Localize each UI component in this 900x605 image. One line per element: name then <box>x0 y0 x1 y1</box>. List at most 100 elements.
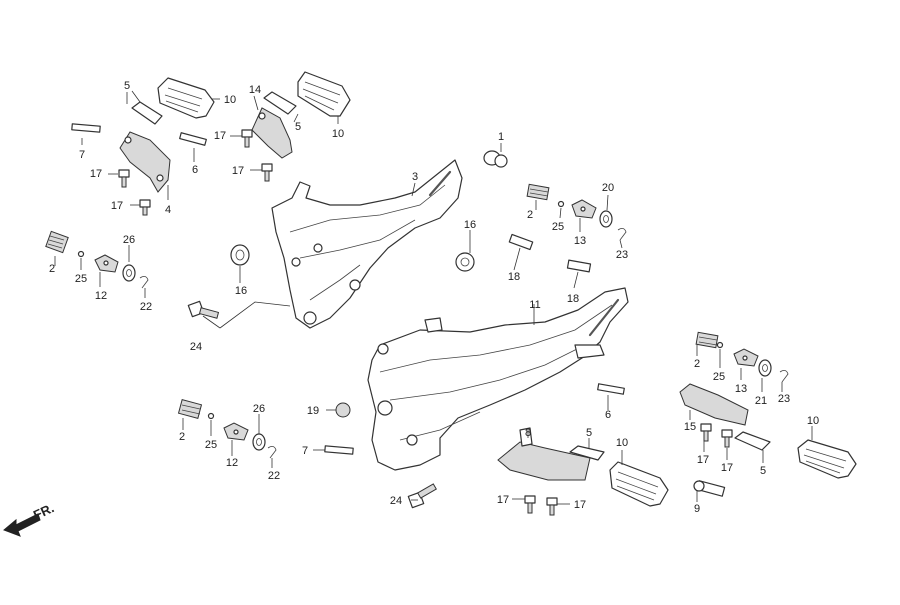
spring-2b <box>526 183 550 201</box>
grommet-16a <box>230 244 250 266</box>
callout-label: 17 <box>232 165 244 177</box>
callout-label: 17 <box>214 130 226 142</box>
plate-5a <box>131 101 163 125</box>
detent-plate-12a <box>94 254 119 273</box>
callout-label: 5 <box>295 121 301 133</box>
bolt-17b <box>139 199 151 216</box>
callout-label: 16 <box>464 219 476 231</box>
detent-plate-13b <box>733 348 759 367</box>
callout-label: 17 <box>497 494 509 506</box>
grommet-19 <box>335 402 351 418</box>
washer-21 <box>758 359 772 377</box>
stud-18a <box>508 233 534 251</box>
callout-label: 17 <box>697 454 709 466</box>
bolt-17e <box>524 495 536 514</box>
callout-label: 18 <box>567 293 579 305</box>
stud-9 <box>693 480 726 497</box>
ball-25b <box>557 200 565 208</box>
pillion-step-bracket-right <box>271 159 463 329</box>
callout-label: 24 <box>190 341 202 353</box>
ball-25a <box>77 250 85 258</box>
callout-label: 2 <box>527 209 533 221</box>
stud-18b <box>566 259 592 273</box>
footpeg-top-left <box>157 77 215 119</box>
callout-label: 3 <box>412 171 418 183</box>
spring-2a <box>45 230 69 254</box>
callout-label: 20 <box>602 182 614 194</box>
callout-label: 25 <box>205 439 217 451</box>
callout-label: 12 <box>226 457 238 469</box>
callout-label: 5 <box>586 427 592 439</box>
collar-1 <box>483 150 508 168</box>
ball-25d <box>716 341 724 349</box>
cotter-pin-23a <box>617 228 627 241</box>
pin-6a <box>179 132 207 146</box>
pin-7a <box>71 123 101 133</box>
washer-20 <box>599 210 613 228</box>
grommet-16b <box>455 252 475 272</box>
washer-26a <box>122 264 136 282</box>
callout-label: 14 <box>249 84 261 96</box>
cotter-pin-22b <box>267 446 277 459</box>
callout-label: 25 <box>75 273 87 285</box>
callout-label: 17 <box>721 462 733 474</box>
callout-label: 10 <box>332 128 344 140</box>
callout-label: 7 <box>302 445 308 457</box>
callout-label: 17 <box>574 499 586 511</box>
peg-holder-4 <box>119 131 171 193</box>
front-direction-label: FR. <box>31 500 56 522</box>
callout-label: 5 <box>760 465 766 477</box>
footpeg-bottom-mid <box>609 461 669 507</box>
ball-25c <box>207 412 215 420</box>
bolt-17a <box>118 169 130 188</box>
callout-label: 23 <box>616 249 628 261</box>
peg-holder-15 <box>679 383 749 426</box>
detent-plate-13a <box>571 199 597 219</box>
callout-label: 10 <box>224 94 236 106</box>
callout-label: 26 <box>253 403 265 415</box>
callout-labels: 1 2 2 2 2 3 4 5 5 5 5 6 6 7 7 8 9 10 10 … <box>49 80 819 515</box>
callout-label: 25 <box>552 221 564 233</box>
peg-holder-8 <box>497 427 591 481</box>
pin-7b <box>324 445 354 455</box>
callout-label: 10 <box>807 415 819 427</box>
bolt-17d <box>261 163 273 182</box>
callout-label: 22 <box>140 301 152 313</box>
callout-label: 6 <box>192 164 198 176</box>
plate-5d <box>734 431 771 451</box>
rider-step-bracket <box>367 287 629 471</box>
callout-label: 11 <box>529 299 540 311</box>
callout-label: 12 <box>95 290 107 302</box>
callout-label: 9 <box>694 503 700 515</box>
callout-label: 21 <box>755 395 767 407</box>
callout-label: 2 <box>49 263 55 275</box>
callout-label: 4 <box>165 204 171 216</box>
callout-label: 15 <box>684 421 696 433</box>
spring-2d <box>695 331 719 349</box>
bolt-24a <box>187 300 220 319</box>
callout-label: 13 <box>735 383 747 395</box>
front-direction-arrow: FR. <box>3 500 56 537</box>
callout-label: 24 <box>390 495 402 507</box>
detent-plate-12b <box>223 422 249 441</box>
cotter-pin-23b <box>779 370 789 383</box>
callout-label: 6 <box>605 409 611 421</box>
callout-label: 17 <box>111 200 123 212</box>
callout-label: 2 <box>179 431 185 443</box>
leader-lines <box>54 90 813 505</box>
callout-label: 22 <box>268 470 280 482</box>
callout-label: 25 <box>713 371 725 383</box>
cotter-pin-22a <box>139 276 149 289</box>
bolt-24b <box>407 483 437 509</box>
footpeg-bottom-right <box>797 439 857 479</box>
callout-label: 1 <box>498 131 504 143</box>
callout-label: 19 <box>307 405 319 417</box>
plate-5b <box>263 91 297 115</box>
callout-label: 16 <box>235 285 247 297</box>
bolt-17c <box>241 129 253 148</box>
plate-5c <box>569 445 605 461</box>
callout-label: 26 <box>123 234 135 246</box>
footpeg-top-mid <box>297 71 351 117</box>
callout-label: 18 <box>508 271 520 283</box>
bolt-17g <box>700 423 712 442</box>
